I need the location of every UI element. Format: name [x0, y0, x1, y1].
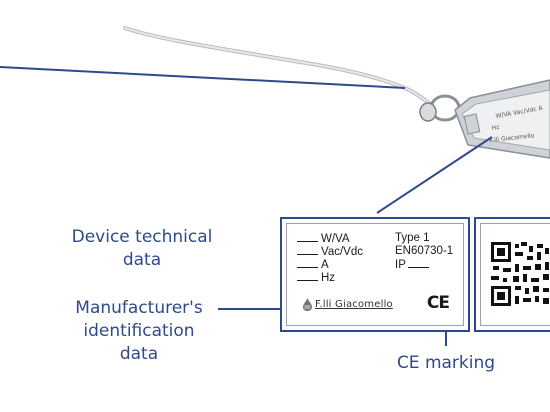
- qr-code-icon: [491, 242, 549, 306]
- brand-mark: F.lli Giacomello: [303, 298, 393, 311]
- qr-label: [474, 217, 550, 332]
- technical-label-inner: W/VA Vac/Vdc A Hz Type 1 EN60730-1 IP F.…: [286, 223, 464, 326]
- leader-tag-to-label: [376, 136, 493, 214]
- brand-name: F.lli Giacomello: [315, 299, 393, 310]
- tag-body: W/VA Vac/Vdc A Hz F.lli Giacomello: [454, 79, 550, 159]
- field-wva: W/VA: [297, 232, 350, 245]
- callout-technical-line1: Device technical: [71, 227, 213, 247]
- callout-technical-line2: data: [122, 250, 162, 270]
- callout-manufacturer-line3: data: [119, 344, 159, 364]
- field-type: Type 1: [395, 232, 430, 244]
- technical-label: W/VA Vac/Vdc A Hz Type 1 EN60730-1 IP F.…: [280, 217, 470, 332]
- drop-logo-icon: [303, 298, 312, 311]
- field-ip: IP: [395, 258, 432, 271]
- callout-manufacturer-line1: Manufacturer's: [75, 298, 203, 318]
- tag-line-2: Hz: [491, 124, 500, 132]
- ce-mark: CE: [426, 293, 450, 313]
- qr-label-inner: [480, 223, 550, 326]
- callout-technical-data: Device technical data: [58, 226, 226, 272]
- field-hz: Hz: [297, 271, 335, 284]
- callout-ce-marking: CE marking: [396, 353, 496, 373]
- tag-brand: F.lli Giacomello: [489, 132, 535, 144]
- callout-manufacturer-data: Manufacturer's identification data: [64, 297, 214, 366]
- field-vac-vdc: Vac/Vdc: [297, 245, 363, 258]
- field-standard: EN60730-1: [395, 245, 454, 257]
- leader-top-left: [0, 66, 406, 89]
- field-a: A: [297, 258, 329, 271]
- callout-manufacturer-line2: identification: [83, 321, 195, 341]
